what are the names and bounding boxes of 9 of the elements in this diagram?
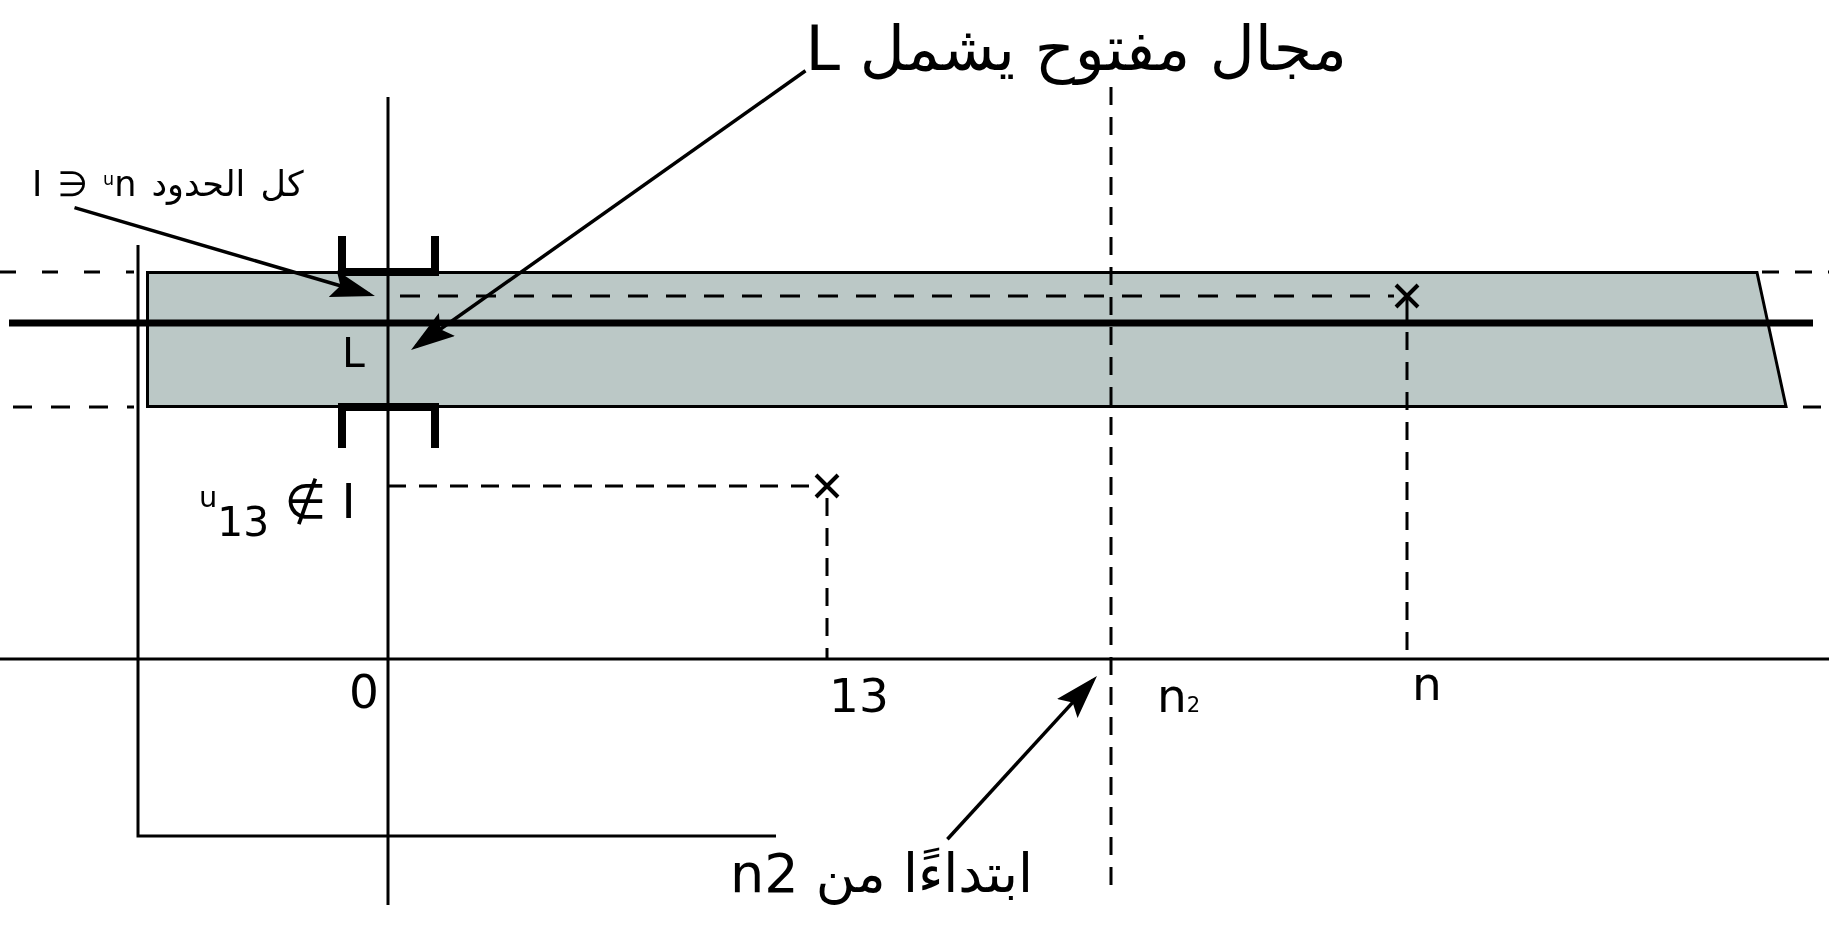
interval-band [146, 271, 1788, 408]
axis-tick-label: n [1412, 660, 1442, 708]
limit-label: L [342, 333, 365, 375]
axis-tick-label: 13 [829, 672, 889, 720]
callout-text: ابتداءًا من n2 [729, 839, 1033, 910]
leader-arrow [74, 205, 375, 297]
axis-tick-label: 0 [349, 668, 379, 716]
callout-text: مجال مفتوح يشمل L [805, 9, 1347, 90]
leader-arrow [946, 676, 1097, 841]
